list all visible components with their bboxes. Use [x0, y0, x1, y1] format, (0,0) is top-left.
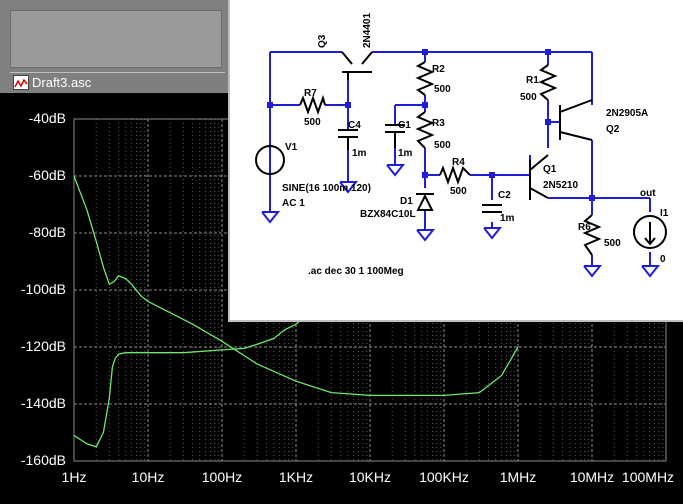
i1-value: 0	[660, 254, 666, 265]
c4-label: C4	[348, 120, 361, 131]
spice-directive: .ac dec 30 1 100Meg	[308, 266, 404, 277]
x-tick-label: 1Hz	[61, 469, 87, 485]
schematic-window[interactable]: Q3 2N4401 R7 500 C4 1m V1 SINE(16 100m 1…	[228, 0, 683, 322]
trace-line-2	[73, 312, 310, 448]
d1-part: BZX84C10L	[360, 209, 416, 220]
x-tick-label: 10KHz	[348, 469, 392, 485]
y-tick-label: -100dB	[20, 281, 66, 297]
window-title: Draft3.asc	[32, 75, 92, 90]
x-tick-label: 10MHz	[569, 469, 615, 485]
v1-value: SINE(16 100m 120)	[282, 183, 371, 194]
x-tick-label: 100MHz	[621, 469, 675, 485]
y-tick-label: -60dB	[28, 167, 66, 183]
r3-label: R3	[432, 118, 445, 129]
c4-value: 1m	[352, 148, 367, 159]
minimized-panel[interactable]	[10, 10, 222, 68]
schematic-labels: Q3 2N4401 R7 500 C4 1m V1 SINE(16 100m 1…	[282, 13, 669, 277]
r7-value: 500	[304, 117, 321, 128]
schematic-canvas: Q3 2N4401 R7 500 C4 1m V1 SINE(16 100m 1…	[255, 13, 669, 278]
c1-label: C1	[398, 120, 411, 131]
r1-value: 500	[520, 92, 537, 103]
trace-line-1	[73, 175, 519, 397]
toolbar-area	[0, 0, 228, 72]
r4-label: R4	[452, 157, 465, 168]
q2-part: 2N2905A	[606, 108, 648, 119]
x-tick-label: 1KHz	[278, 469, 314, 485]
r2-value: 500	[434, 84, 451, 95]
out-net-label: out	[640, 188, 656, 199]
x-tick-label: 100Hz	[201, 469, 243, 485]
d1-label: D1	[400, 196, 413, 207]
y-tick-label: -40dB	[28, 110, 66, 126]
r3-value: 500	[434, 140, 451, 151]
r4-value: 500	[450, 186, 467, 197]
i1-label: I1	[660, 208, 669, 219]
c2-label: C2	[498, 190, 511, 201]
x-tick-label: 100KHz	[419, 469, 469, 485]
q1-part: 2N5210	[543, 180, 578, 191]
y-tick-label: -160dB	[20, 452, 66, 468]
q1-label: Q1	[543, 164, 557, 175]
y-tick-label: -140dB	[20, 395, 66, 411]
x-tick-label: 1MHz	[499, 469, 537, 485]
r2-label: R2	[432, 64, 445, 75]
c2-value: 1m	[500, 213, 515, 224]
q3-label: Q3	[317, 34, 328, 48]
q3-part: 2N4401	[362, 13, 373, 48]
components	[255, 51, 667, 256]
y-tick-label: -120dB	[20, 338, 66, 354]
r6-label: R6	[578, 222, 591, 233]
v1-ac: AC 1	[282, 198, 305, 209]
r7-label: R7	[304, 88, 317, 99]
q2-label: Q2	[606, 124, 620, 135]
waveform-icon	[13, 75, 29, 90]
c1-value: 1m	[398, 148, 413, 159]
r1-label: R1	[526, 75, 539, 86]
schematic-window-titlebar[interactable]: Draft3.asc	[10, 72, 225, 92]
junctions	[267, 49, 595, 201]
r6-value: 500	[604, 238, 621, 249]
y-tick-label: -80dB	[28, 224, 66, 240]
v1-label: V1	[285, 142, 298, 153]
x-tick-label: 10Hz	[131, 469, 165, 485]
grounds	[261, 164, 661, 278]
